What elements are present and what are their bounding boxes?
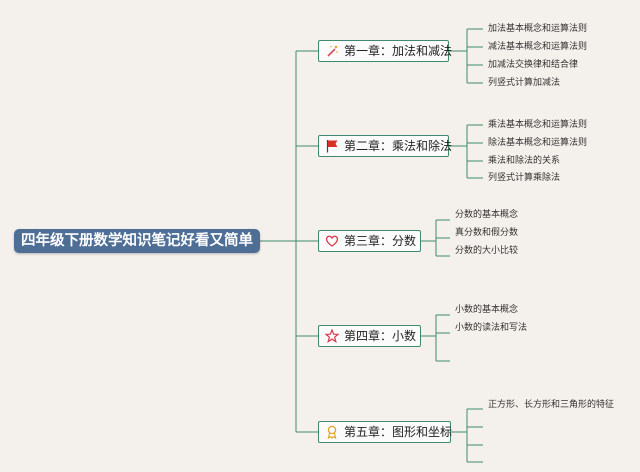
chapter-2-item-3[interactable]: 乘法和除法的关系: [488, 156, 561, 166]
chapter-5-label: 第五章：图形和坐标: [344, 425, 453, 439]
chapter-3-item-3[interactable]: 分数的大小比较: [455, 246, 519, 256]
heart-icon: [325, 234, 339, 248]
chapter-2-item-4[interactable]: 列竖式计算乘除法: [488, 173, 561, 183]
chapter-3-item-2[interactable]: 真分数和假分数: [455, 228, 519, 238]
chapter-1-node[interactable]: 第一章：加法和减法: [318, 40, 453, 62]
chapter-1-item-4[interactable]: 列竖式计算加减法: [488, 78, 561, 88]
chapter-4-label: 第四章：小数: [344, 329, 417, 343]
magic-wand-icon: [325, 44, 339, 58]
chapter-3-label: 第三章：分数: [344, 234, 417, 248]
chapter-1-item-2[interactable]: 减法基本概念和运算法则: [488, 42, 588, 52]
chapter-3-item-1[interactable]: 分数的基本概念: [455, 210, 519, 220]
chapter-5-node[interactable]: 第五章：图形和坐标: [318, 421, 453, 443]
chapter-4-node[interactable]: 第四章：小数: [318, 325, 421, 347]
chapter-2-node[interactable]: 第二章：乘法和除法: [318, 135, 453, 157]
star-icon: [325, 329, 339, 343]
ribbon-icon: [325, 425, 339, 439]
chapter-1-label: 第一章：加法和减法: [344, 44, 453, 58]
chapter-1-item-1[interactable]: 加法基本概念和运算法则: [488, 24, 588, 34]
chapter-1-item-3[interactable]: 加减法交换律和结合律: [488, 60, 579, 70]
chapter-3-node[interactable]: 第三章：分数: [318, 230, 421, 252]
chapter-2-label: 第二章：乘法和除法: [344, 139, 453, 153]
chapter-5-item-1[interactable]: 正方形、长方形和三角形的特征: [488, 400, 615, 410]
chapter-2-item-1[interactable]: 乘法基本概念和运算法则: [488, 120, 588, 130]
flag-icon: [325, 139, 339, 153]
central-topic[interactable]: 四年级下册数学知识笔记好看又简单: [14, 229, 260, 253]
chapter-2-item-2[interactable]: 除法基本概念和运算法则: [488, 138, 588, 148]
chapter-4-item-2[interactable]: 小数的读法和写法: [455, 323, 528, 333]
chapter-4-item-1[interactable]: 小数的基本概念: [455, 305, 519, 315]
